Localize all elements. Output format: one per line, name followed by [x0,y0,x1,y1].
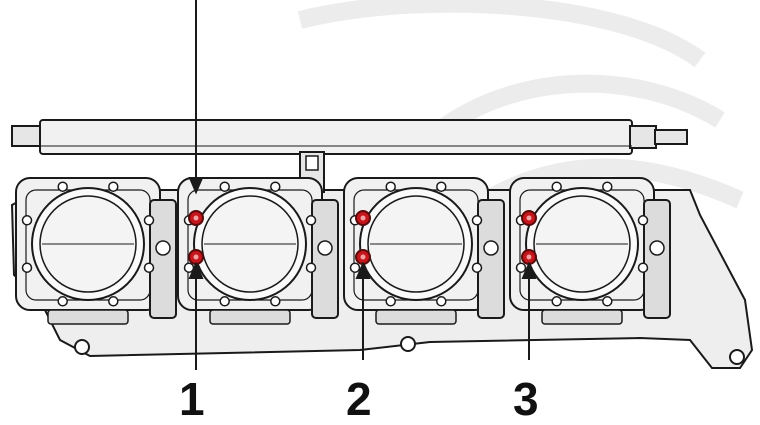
mount-hole-icon [74,339,90,355]
housing-bolt-icon [471,215,483,226]
housing-bolt-icon [143,262,155,273]
red-bolt-highlight [193,254,199,260]
housing-bolt-icon [515,262,527,273]
lower-flange [375,309,457,325]
linkage-block [477,199,505,319]
callout-label-2: 2 [346,373,372,425]
housing-bolt-icon [143,215,155,226]
housing-bolt-icon [57,296,68,307]
pointer-lines [188,0,537,370]
housing-bolt-icon [602,181,613,192]
throttle-body-icon [509,177,671,325]
red-bolt-highlight [193,215,199,221]
linkage-pivot-icon [649,240,665,256]
housing-bolt-icon [57,181,68,192]
housing-bolt-icon [305,215,317,226]
housing-bolt-icon [349,262,361,273]
housing-bolt-icon [602,296,613,307]
linkage-pivot-icon [483,240,499,256]
housing-bolt-icon [637,262,649,273]
lower-flange [47,309,129,325]
pointer-arrow-icon [188,261,204,279]
red-bolt-highlight [526,215,532,221]
pointer-arrow-icon [188,177,204,195]
throttle-body-icon [15,177,177,325]
linkage-block [311,199,339,319]
housing-bolt-icon [21,215,33,226]
throttle-body-icon [343,177,505,325]
housing-bolt-icon [108,181,119,192]
housing-bolt-icon [219,181,230,192]
housing-bolt-icon [551,296,562,307]
housing-bolt-icon [637,215,649,226]
throttle-bodies [15,177,671,325]
housing-bolt-icon [385,296,396,307]
housing-bolt-icon [471,262,483,273]
housing-bolt-icon [219,296,230,307]
lower-flange [209,309,291,325]
linkage-pivot-icon [317,240,333,256]
linkage-block [643,199,671,319]
linkage-block [149,199,177,319]
housing-bolt-icon [108,296,119,307]
housing-bolt-icon [551,181,562,192]
mount-hole-icon [400,336,416,352]
red-bolt-highlight [360,254,366,260]
throttle-body-icon [177,177,339,325]
housing-bolt-icon [385,181,396,192]
red-bolt-highlight [526,254,532,260]
housing-bolt-icon [436,296,447,307]
lower-flange [541,309,623,325]
housing-bolt-icon [270,181,281,192]
linkage-pivot-icon [155,240,171,256]
housing-bolt-icon [270,296,281,307]
housing-bolt-icon [436,181,447,192]
callout-label-1: 1 [179,373,205,425]
callout-label-3: 3 [513,373,539,425]
housing-bolt-icon [21,262,33,273]
red-bolt-highlight [360,215,366,221]
pointer-arrow-icon [521,261,537,279]
pointer-arrow-icon [355,261,371,279]
housing-bolt-icon [305,262,317,273]
mount-hole-icon [729,349,745,365]
